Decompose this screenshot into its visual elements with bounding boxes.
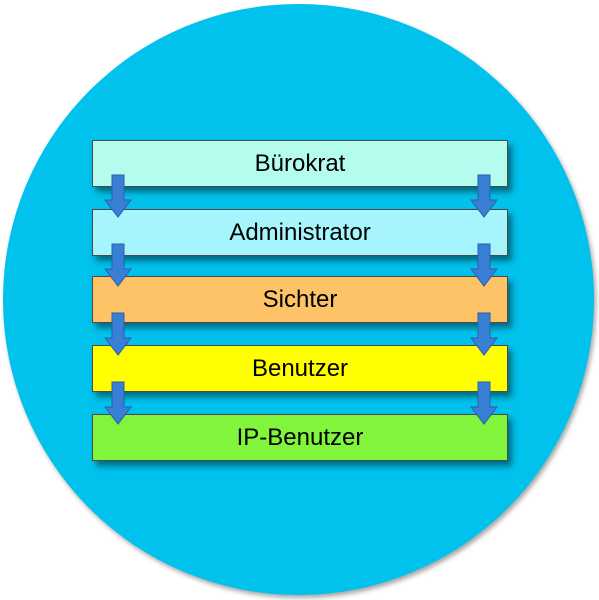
- layer-buerokrat: Bürokrat: [92, 140, 508, 187]
- layer-ip-benutzer: IP-Benutzer: [92, 414, 508, 461]
- layer-label: Benutzer: [251, 354, 349, 382]
- layer-administrator: Administrator: [92, 209, 508, 256]
- layer-label: IP-Benutzer: [236, 423, 364, 451]
- layer-benutzer: Benutzer: [92, 345, 508, 392]
- layer-label: Bürokrat: [254, 149, 346, 177]
- layer-label: Administrator: [229, 218, 371, 246]
- layer-sichter: Sichter: [92, 276, 508, 323]
- layer-label: Sichter: [262, 285, 338, 313]
